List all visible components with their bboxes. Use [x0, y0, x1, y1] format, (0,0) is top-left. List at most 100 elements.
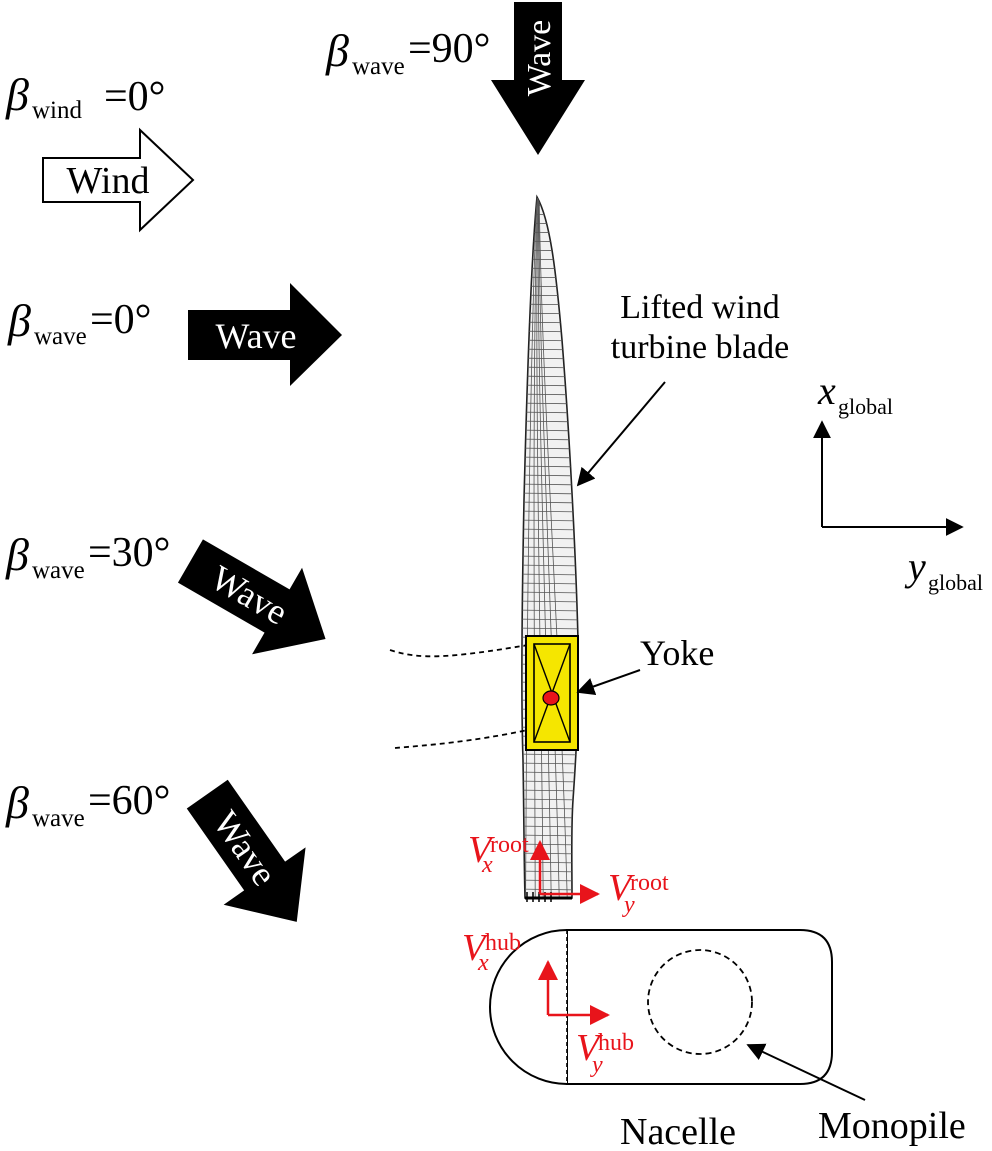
tag-line-upper [389, 644, 529, 658]
mesh-line [521, 222, 579, 225]
vy-root-V: V [608, 867, 635, 909]
vy-hub-sup: hub [598, 1030, 634, 1056]
wave-60-angle: =60° [88, 778, 170, 824]
wave-60-arrow: Wave [186, 779, 306, 922]
mesh-line [521, 546, 579, 549]
mesh-line [521, 564, 579, 567]
mesh-line [536, 197, 544, 898]
x-global-symbol: x [817, 368, 836, 413]
wave-subscript: wave [32, 557, 85, 584]
mesh-line [521, 789, 579, 792]
mesh-line [521, 366, 579, 369]
wind-direction-label: β wind =0° [5, 69, 165, 124]
mesh-line [537, 197, 552, 898]
wave-0-label: β wave =0° [7, 295, 151, 350]
mesh-line [521, 618, 579, 621]
vy-hub-V: V [576, 1027, 603, 1069]
wave-subscript: wave [34, 323, 87, 350]
wave-90-arrow-label: Wave [521, 20, 558, 97]
mesh-line [521, 240, 579, 243]
vx-hub-V: V [462, 927, 489, 969]
wind-arrow: Wind [42, 127, 195, 233]
wave-90-arrow: Wave [491, 2, 585, 155]
yoke [525, 635, 579, 751]
mesh-line [521, 249, 579, 252]
mesh-line [521, 330, 579, 333]
mesh-line [521, 204, 579, 207]
mesh-line [521, 258, 579, 261]
vx-root-V: V [468, 829, 495, 871]
blade-label-line2: turbine blade [611, 329, 789, 366]
vy-root-sup: root [630, 870, 669, 896]
wave-0-angle: =0° [90, 297, 151, 343]
mesh-line [521, 627, 579, 630]
mesh-line [521, 321, 579, 324]
blade-callout: Lifted wind turbine blade [576, 289, 789, 487]
mesh-line [521, 528, 579, 531]
yoke-callout: Yoke [576, 633, 714, 696]
vy-hub-sub: y [590, 1052, 603, 1078]
mesh-line [521, 555, 579, 558]
mesh-line [521, 582, 579, 585]
beta-symbol: β [7, 295, 31, 346]
wind-subscript: wind [32, 97, 83, 124]
wave-90-angle: =90° [408, 26, 490, 72]
y-global-subscript: global [928, 570, 983, 595]
vx-root-sub: x [481, 852, 493, 878]
monopile-outline [647, 949, 753, 1055]
x-global-subscript: global [838, 394, 893, 419]
blade-label-line1: Lifted wind [620, 289, 780, 326]
y-global-symbol: y [904, 544, 926, 589]
mesh-line [521, 411, 579, 414]
mesh-line [521, 348, 579, 351]
mesh-line [521, 357, 579, 360]
nacelle-label: Nacelle [620, 1111, 736, 1151]
vy-root-sub: y [622, 892, 635, 918]
turbine-blade [521, 194, 579, 902]
global-axes: x global y global [813, 368, 983, 595]
mesh-line [521, 339, 579, 342]
mesh-line [521, 537, 579, 540]
mesh-line [521, 393, 579, 396]
wave-subscript: wave [32, 805, 85, 832]
mesh-line [538, 197, 560, 898]
beta-symbol: β [5, 777, 29, 828]
wave-subscript: wave [352, 53, 405, 80]
vx-root-sup: root [490, 832, 529, 858]
beta-symbol: β [5, 529, 29, 580]
mesh-line [521, 276, 579, 279]
mesh-line [521, 375, 579, 378]
wave-90-label: β wave =90° [325, 25, 490, 80]
beta-symbol: β [5, 69, 29, 120]
mesh-line [521, 303, 579, 306]
tag-lines [389, 644, 529, 749]
mesh-line [521, 213, 579, 216]
vx-hub-sup: hub [485, 930, 521, 956]
wind-angle: =0° [104, 74, 165, 120]
wave-30-angle: =30° [88, 530, 170, 576]
hub-velocity: V hub x V hub y [462, 927, 634, 1078]
mesh-line [521, 231, 579, 234]
tag-line-lower [394, 729, 529, 749]
mesh-line [533, 197, 538, 898]
mesh-line [521, 312, 579, 315]
wave-60-label: β wave =60° [5, 777, 170, 832]
yoke-label: Yoke [640, 633, 714, 673]
mesh-line [521, 285, 579, 288]
vx-hub-sub: x [477, 950, 489, 976]
monopile-label: Monopile [818, 1105, 966, 1147]
hook-point [542, 690, 560, 706]
mesh-line [521, 519, 579, 522]
mesh-line [521, 402, 579, 405]
root-velocity: V root x V root y [468, 829, 669, 918]
mesh-line [521, 384, 579, 387]
beta-symbol: β [325, 25, 349, 76]
wave-30-label: β wave =30° [5, 529, 170, 584]
mesh-line [538, 197, 568, 898]
mesh-line [521, 294, 579, 297]
wave-0-arrow: Wave [188, 283, 342, 386]
mesh-line [521, 573, 579, 576]
wave-0-arrow-label: Wave [215, 316, 296, 356]
wave-30-arrow: Wave [177, 539, 326, 655]
